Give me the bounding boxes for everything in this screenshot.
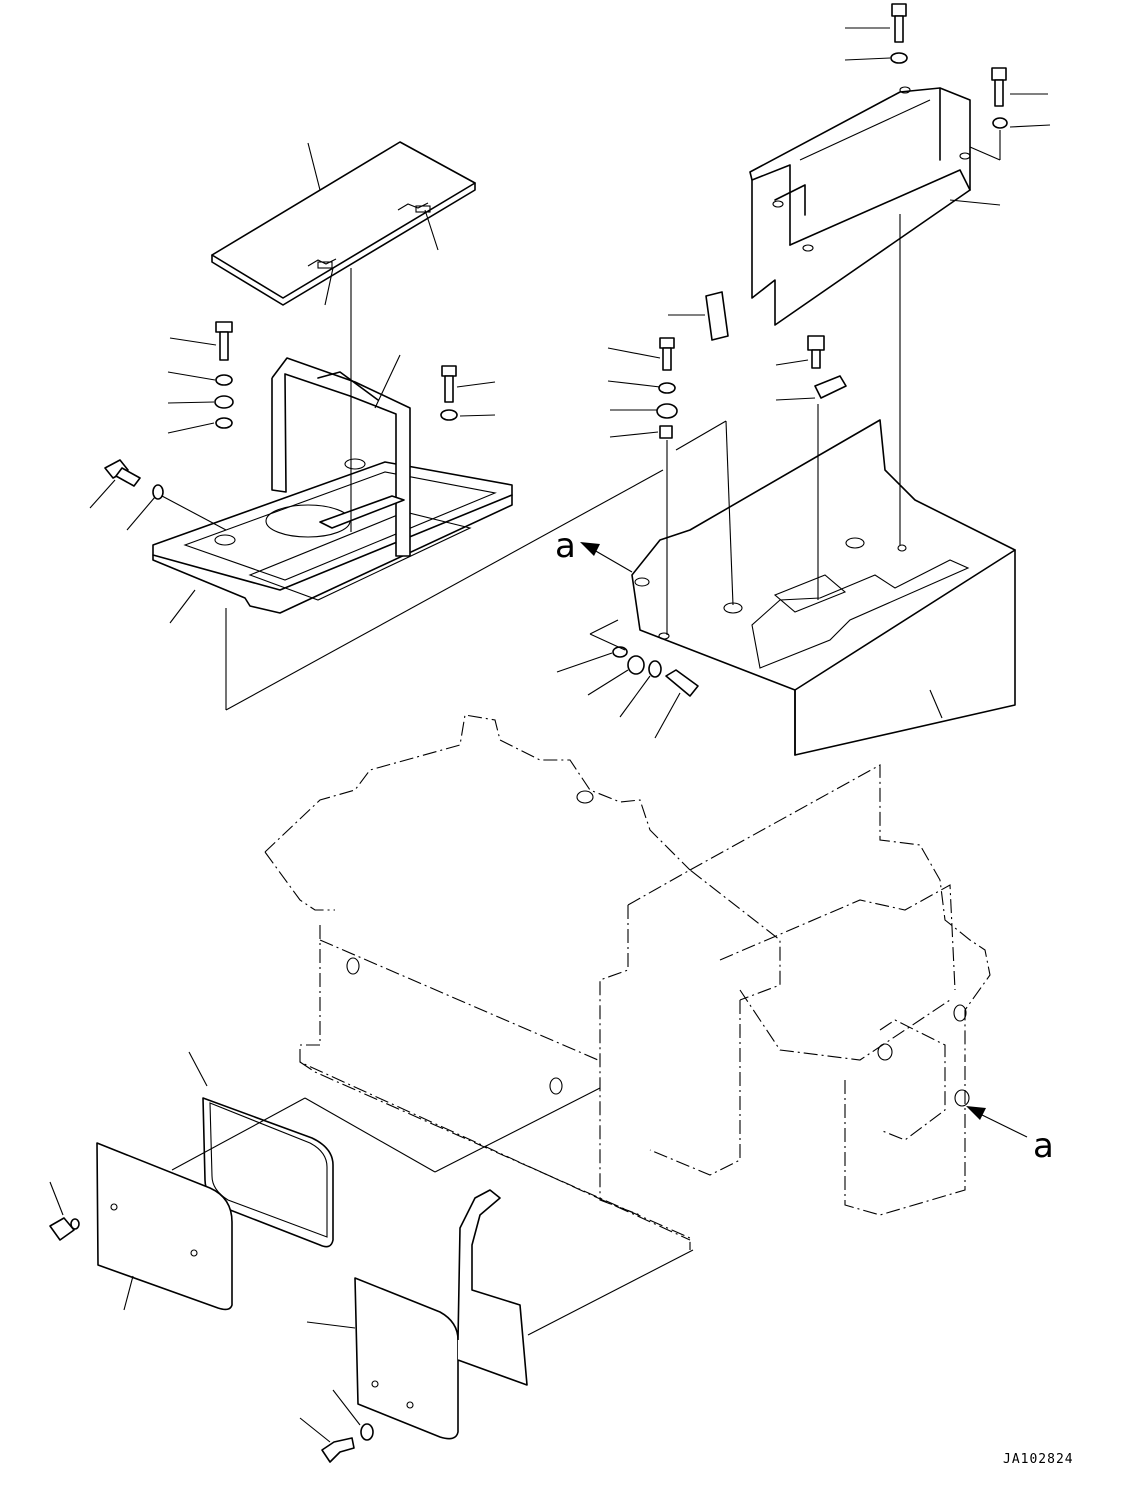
battery-tray	[152, 458, 513, 614]
fastener-bolts	[49, 3, 1008, 1463]
chassis-frame	[264, 714, 991, 1250]
view-arrow-top: a	[555, 526, 633, 573]
view-label-top: a	[555, 526, 576, 566]
rubber-block	[705, 291, 729, 341]
box-base	[631, 419, 1016, 756]
front-cover-left	[96, 1142, 233, 1311]
battery-hold-down-bracket	[271, 357, 411, 557]
side-box	[749, 86, 971, 326]
drawing-code: JA102824	[1003, 1452, 1074, 1467]
view-arrow-right: a	[966, 1106, 1054, 1166]
front-cover-right	[354, 1189, 528, 1440]
view-label-right: a	[1033, 1126, 1054, 1166]
lid-panel	[211, 141, 476, 306]
leader-lines	[49, 27, 1051, 1443]
